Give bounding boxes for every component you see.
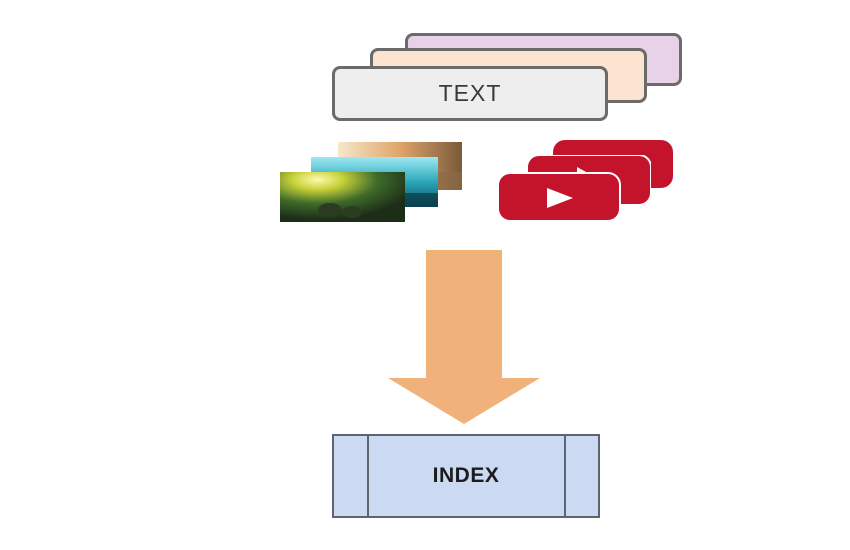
photo-image-front xyxy=(280,172,405,222)
index-divider-right xyxy=(564,436,566,516)
index-label: INDEX xyxy=(432,464,500,487)
text-document-front: TEXT xyxy=(332,66,608,121)
video-player-front xyxy=(497,172,621,222)
text-document-label: TEXT xyxy=(438,80,502,106)
index-divider-left xyxy=(367,436,369,516)
play-icon xyxy=(547,188,573,208)
down-arrow xyxy=(388,250,540,424)
index-box: INDEX xyxy=(332,434,600,518)
